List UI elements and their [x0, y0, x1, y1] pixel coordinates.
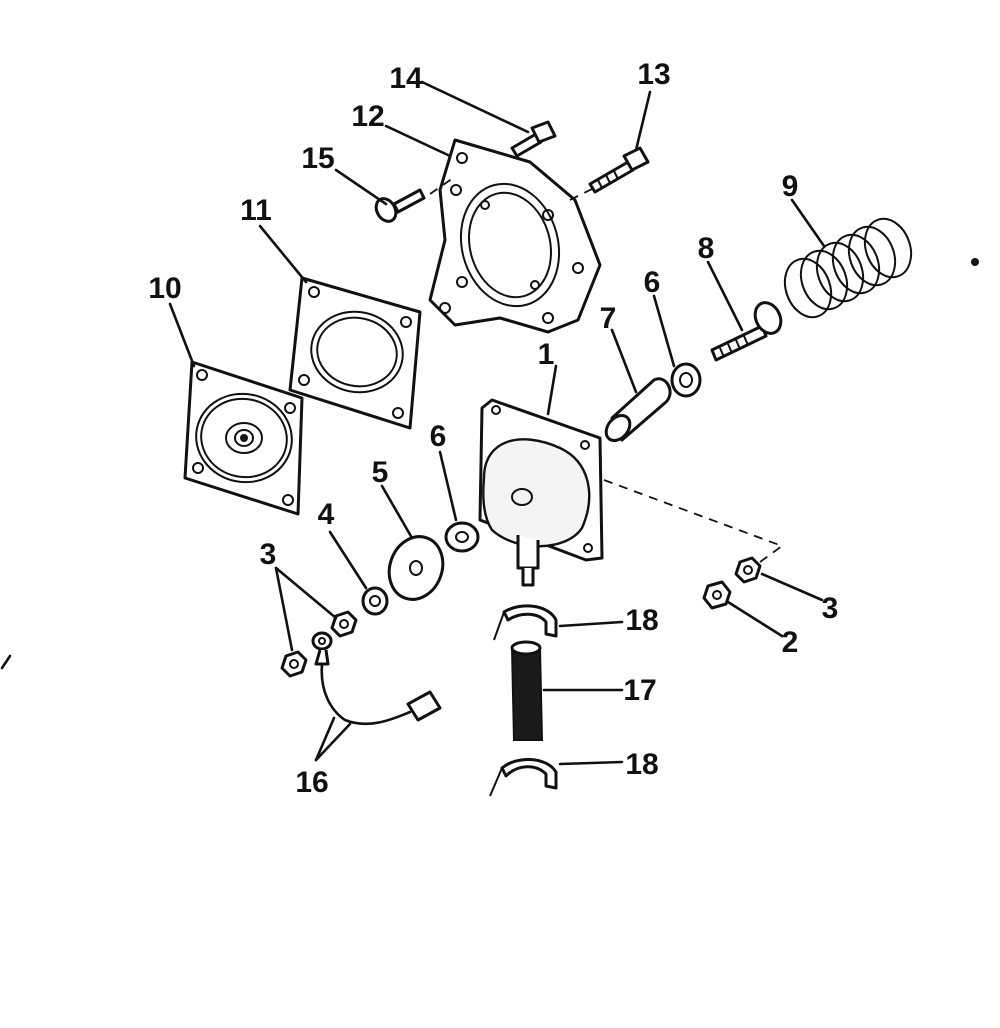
- stray-mark: [0, 654, 12, 670]
- part-7-sleeve: [604, 377, 672, 443]
- stray-dot: [971, 258, 979, 266]
- part-18-clamp-upper: [493, 604, 558, 641]
- part-8-bolt: [710, 301, 783, 362]
- assembly-line-cover: [429, 175, 457, 195]
- callout-10: 10: [148, 272, 181, 305]
- part-17-hose: [510, 640, 544, 741]
- callout-13: 13: [637, 58, 670, 91]
- callout-16: 16: [295, 766, 328, 799]
- callout-18b: 18: [625, 748, 658, 781]
- callout-3a: 3: [260, 538, 277, 571]
- part-15-screw: [374, 188, 426, 223]
- callout-12: 12: [351, 100, 384, 133]
- callouts: 1 2 3 3 4 5 6 6 7 8 9 10 11 12 13 14 15 …: [148, 58, 838, 799]
- part-12-cover-plate: [428, 138, 602, 334]
- part-2-nut: [702, 580, 732, 610]
- part-11-gasket: [288, 276, 422, 430]
- part-3-nut-left: [280, 610, 358, 678]
- part-16-ground-wire: [311, 631, 442, 726]
- part-4-washer: [361, 586, 389, 616]
- assembly-line-screw: [569, 187, 595, 201]
- callout-2: 2: [782, 626, 799, 659]
- callout-1: 1: [538, 338, 555, 371]
- callout-5: 5: [372, 456, 389, 489]
- callout-6a: 6: [644, 266, 661, 299]
- assembly-line-nuts: [603, 479, 784, 563]
- leader-lines: [168, 80, 826, 766]
- callout-18a: 18: [625, 604, 658, 637]
- callout-4: 4: [318, 498, 335, 531]
- part-3-nut-right: [734, 556, 762, 584]
- callout-17: 17: [623, 674, 656, 707]
- callout-3b: 3: [822, 592, 839, 625]
- callout-6b: 6: [430, 420, 447, 453]
- part-14-screw: [510, 120, 557, 158]
- part-6-washer-upper: [670, 362, 702, 398]
- part-6-washer-lower: [444, 521, 480, 553]
- callout-15: 15: [301, 142, 334, 175]
- callout-7: 7: [600, 302, 617, 335]
- part-13-screw: [588, 146, 650, 194]
- part-9-spring: [783, 217, 913, 319]
- part-1-pump-body: [478, 398, 604, 587]
- callout-14: 14: [389, 62, 423, 95]
- callout-9: 9: [782, 170, 799, 203]
- part-18-clamp-lower: [489, 757, 558, 797]
- part-5-flat-washer: [387, 535, 445, 601]
- callout-8: 8: [698, 232, 715, 265]
- part-10-diaphragm: [183, 360, 304, 516]
- callout-11: 11: [240, 194, 272, 227]
